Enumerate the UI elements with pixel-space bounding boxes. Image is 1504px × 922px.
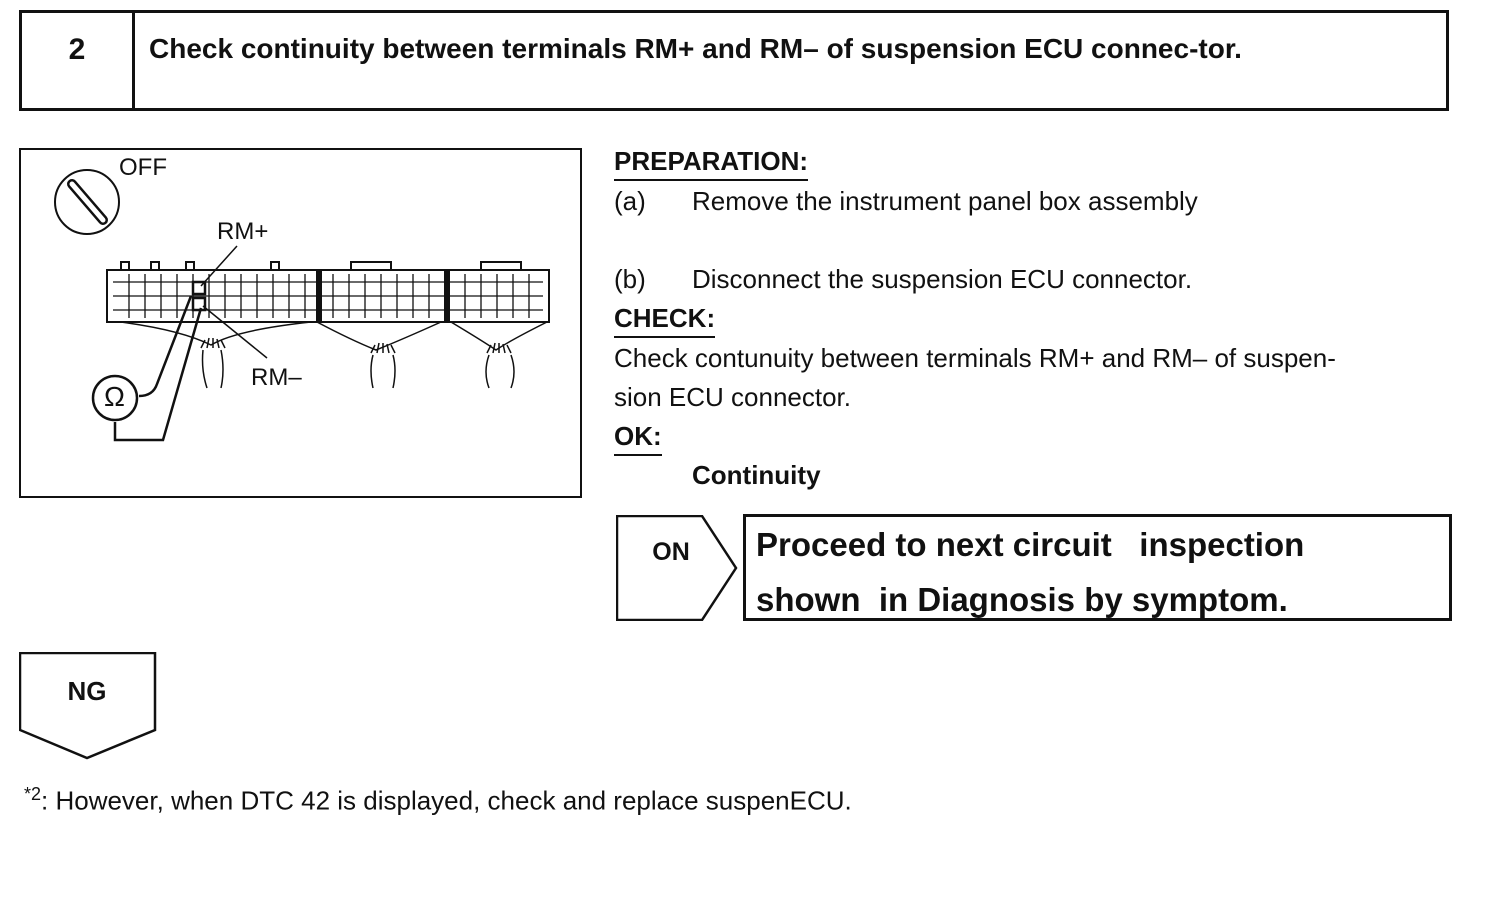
off-label: OFF <box>119 154 167 181</box>
on-arrow-box <box>616 515 738 621</box>
preparation-item-b: (b) Disconnect the suspension ECU connect… <box>614 264 1192 295</box>
wire-harness-icon <box>120 321 548 389</box>
rm-plus-label: RM+ <box>217 218 269 245</box>
on-result-line-2: shown in Diagnosis by symptom. <box>756 581 1288 618</box>
footnote-text: : However, when DTC 42 is displayed, che… <box>41 785 852 816</box>
connector-illustration <box>54 169 550 442</box>
step-title: Check continuity between terminals RM+ a… <box>149 33 1242 64</box>
check-line-1: Check contunuity between terminals RM+ a… <box>614 343 1336 373</box>
step-header: 2 Check continuity between terminals RM+… <box>19 10 1449 111</box>
on-result-line-1: Proceed to next circuit inspection <box>756 526 1305 563</box>
item-text: Disconnect the suspension ECU connector. <box>692 264 1193 294</box>
connector-diagram: OFF RM+ RM– Ω <box>19 148 582 498</box>
item-tag: (a) <box>614 186 646 216</box>
on-label: ON <box>652 538 690 566</box>
ok-heading: OK: <box>614 421 662 456</box>
preparation-item-a: (a) Remove the instrument panel box assem… <box>614 186 1198 217</box>
ohm-symbol: Ω <box>104 381 125 412</box>
item-text: Remove the instrument panel box assembly <box>692 186 1198 216</box>
footnote-marker: *2 <box>24 784 42 804</box>
footnote: *2: However, when DTC 42 is displayed, c… <box>24 784 852 817</box>
rm-minus-label: RM– <box>251 364 302 391</box>
preparation-heading: PREPARATION: <box>614 146 809 181</box>
item-tag: (b) <box>614 264 646 294</box>
on-result-box: Proceed to next circuit inspection shown… <box>743 514 1452 621</box>
ohmmeter-icon <box>91 295 203 442</box>
ecu-connector-icon <box>106 261 550 323</box>
step-number: 2 <box>22 13 135 108</box>
check-line-2: sion ECU connector. <box>614 382 852 412</box>
ignition-key-icon <box>54 169 120 235</box>
ng-arrow-box <box>19 652 157 760</box>
ng-label: NG <box>67 676 107 706</box>
ok-value: Continuity <box>692 460 821 490</box>
check-heading: CHECK: <box>614 303 716 338</box>
